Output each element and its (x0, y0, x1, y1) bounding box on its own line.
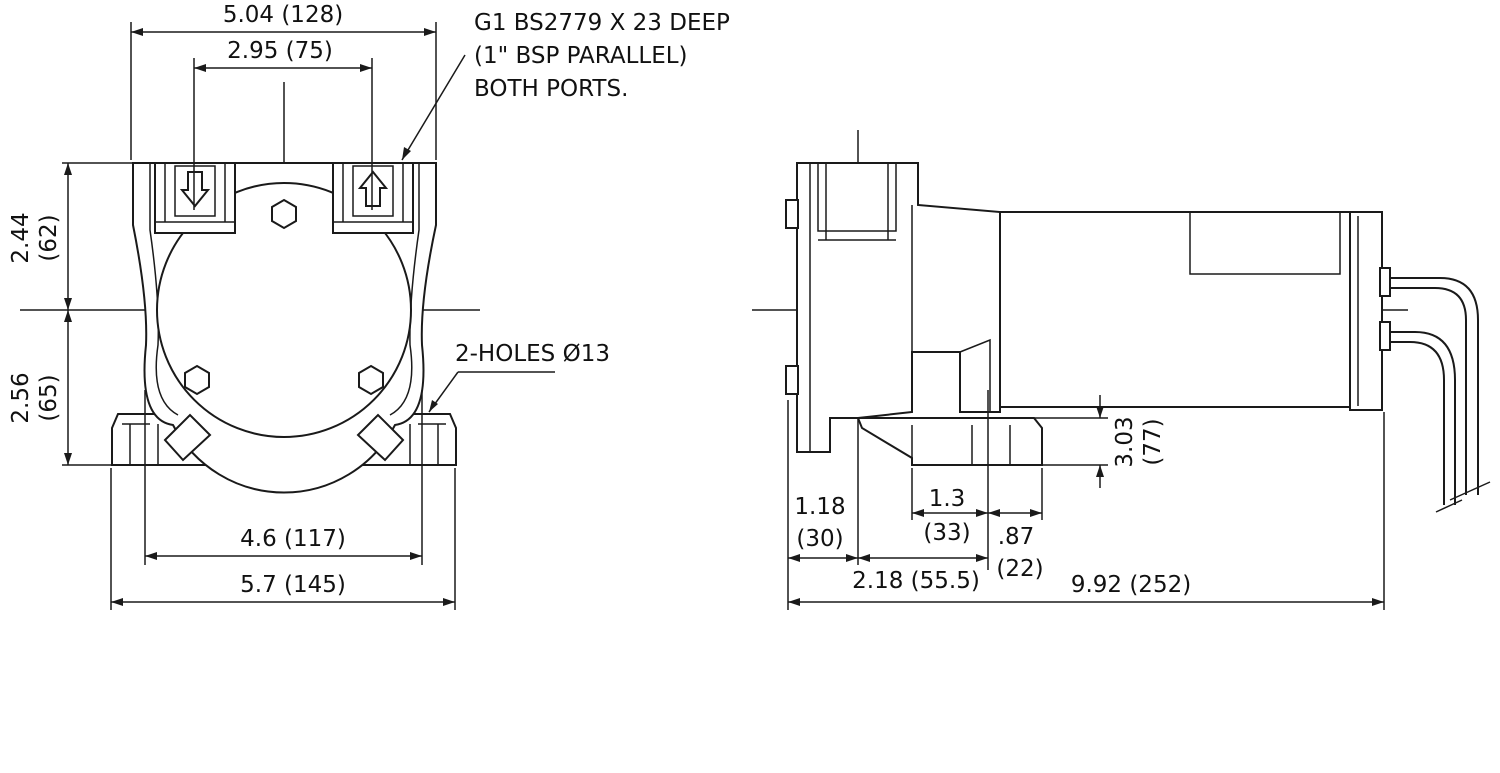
dim-87-mm: (22) (996, 556, 1043, 582)
dim-side-height-mm: (77) (1140, 418, 1166, 465)
side-view: 3.03 (77) 1.3 (33) .87 (22) 1.18 (30) 2.… (752, 130, 1491, 610)
side-bolt-bottom-icon (785, 365, 799, 395)
inlet-port (154, 162, 236, 234)
side-foot (856, 417, 1043, 466)
outlet-port (332, 162, 414, 234)
left-bolt-icon (184, 364, 210, 396)
callout-port-thread-line1: G1 BS2779 X 23 DEEP (474, 10, 730, 36)
motor-cable-upper (1390, 277, 1479, 495)
dim-upper-height-in: 2.44 (8, 212, 34, 263)
dim-1-3-in: 1.3 (929, 486, 966, 512)
right-bolt-icon (358, 364, 384, 396)
dim-upper-height-mm: (62) (36, 214, 62, 261)
dim-1-18-mm: (30) (796, 526, 843, 552)
top-bolt-icon (271, 198, 297, 230)
motor-end-cap (1349, 211, 1383, 411)
dim-lower-height-mm: (65) (36, 374, 62, 421)
inlet-arrow-icon (179, 171, 211, 208)
dim-1-18-in: 1.18 (794, 494, 845, 520)
motor-body (999, 211, 1351, 408)
dim-hole-spacing: 4.6 (117) (240, 526, 346, 552)
side-bolt-top-icon (785, 199, 799, 229)
callout-port-thread-line3: BOTH PORTS. (474, 76, 628, 102)
dim-base-width: 5.7 (145) (240, 572, 346, 598)
dim-overall-width: 5.04 (128) (223, 2, 343, 28)
callout-holes: 2-HOLES Ø13 (455, 341, 610, 367)
dim-lower-height-in: 2.56 (8, 372, 34, 423)
callout-port-thread-line2: (1" BSP PARALLEL) (474, 43, 688, 69)
dim-2-18: 2.18 (55.5) (852, 568, 980, 594)
pump-head-circle (156, 182, 412, 438)
outlet-arrow-icon (357, 170, 389, 207)
dim-overall-length: 9.92 (252) (1071, 572, 1191, 598)
dim-1-3-mm: (33) (923, 520, 970, 546)
dim-side-height-in: 3.03 (1112, 416, 1138, 467)
front-view: 5.04 (128) 2.95 (75) 2.44 (62) 2.56 (65) (8, 2, 730, 610)
dim-87-in: .87 (998, 524, 1035, 550)
dim-port-spacing: 2.95 (75) (227, 38, 333, 64)
motor-label-plate (1189, 211, 1341, 275)
pump-head-side (796, 162, 1001, 453)
motor-cable-lower (1390, 331, 1456, 505)
